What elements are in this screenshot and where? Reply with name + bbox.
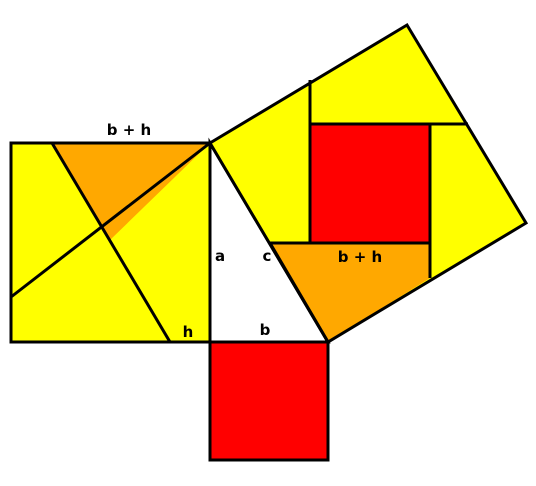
left-square (9, 141, 212, 344)
bottom-square (208, 340, 330, 462)
hypotenuse-orange-piece (270, 243, 430, 342)
label-right-b-plus-h: b + h (338, 248, 382, 266)
left-square-cut-1 (50, 142, 172, 343)
left-square-orange-piece (52, 143, 210, 241)
label-side-b: b (260, 321, 271, 339)
label-top-left-b-plus-h: b + h (107, 121, 151, 139)
hypotenuse-square (207, 22, 529, 345)
label-side-a: a (215, 247, 225, 265)
inner-red-square (308, 122, 432, 245)
label-h: h (183, 323, 194, 341)
hypotenuse-square-outline (207, 22, 529, 345)
left-square-cut-2 (10, 141, 211, 299)
label-side-c: c (263, 247, 272, 265)
